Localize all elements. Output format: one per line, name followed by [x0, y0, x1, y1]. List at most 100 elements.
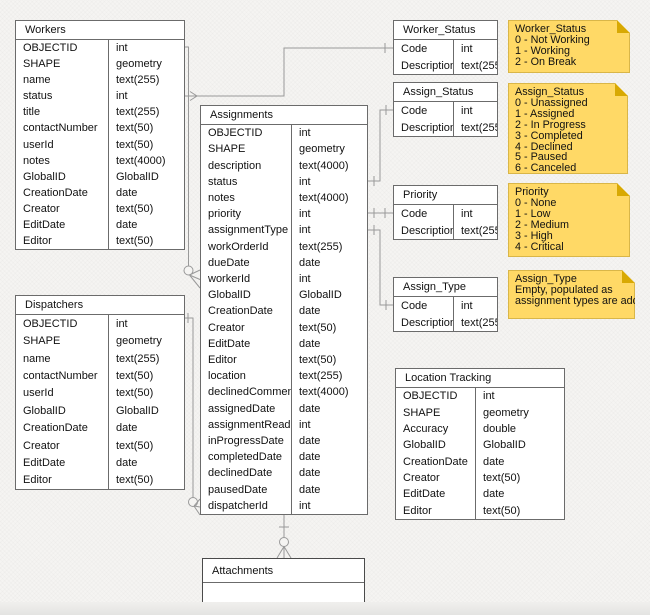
note-line: 1 - Working — [515, 44, 571, 57]
table-attachments[interactable]: Attachments — [202, 558, 365, 608]
field-type: text(50) — [299, 353, 337, 366]
field-name: GlobalID — [16, 168, 109, 185]
note-line: Empty, populated as — [515, 283, 613, 296]
field-name: status — [201, 173, 292, 190]
field-type: text(4000) — [299, 191, 349, 204]
table-title-label: Dispatchers — [25, 299, 84, 311]
zero-circle-icon — [279, 537, 289, 547]
field-name: priority — [201, 206, 292, 223]
field-name: Description — [394, 314, 454, 331]
canvas-bottom-edge — [0, 602, 650, 615]
table-worker-status[interactable]: Worker_Status CodeintDescriptiontext(255… — [393, 20, 498, 75]
field-name: userId — [16, 384, 109, 403]
note-line: 2 - Medium — [515, 218, 570, 231]
field-type: text(4000) — [299, 159, 349, 172]
field-name: Creator — [201, 319, 292, 336]
field-type: date — [483, 455, 505, 468]
field-name: Code — [394, 40, 454, 57]
field-type: text(50) — [299, 321, 337, 334]
field-type: int — [461, 299, 473, 312]
table-row: Editor text(50) — [201, 351, 367, 369]
table-row: location text(255) — [201, 368, 367, 385]
field-name: EditDate — [396, 486, 476, 503]
field-name: Description — [394, 119, 454, 136]
field-name: Editor — [396, 502, 476, 519]
table-title: Attachments — [203, 559, 364, 583]
field-name: notes — [201, 189, 292, 207]
field-type: int — [299, 224, 311, 237]
field-type: date — [299, 434, 321, 447]
note-line: 4 - Critical — [515, 240, 564, 253]
field-type: int — [299, 175, 311, 188]
field-name: SHAPE — [16, 332, 109, 350]
field-type: int — [483, 390, 495, 403]
note-line: 2 - On Break — [515, 55, 577, 68]
field-type: GlobalID — [299, 289, 342, 302]
field-name: Code — [394, 102, 454, 119]
table-title-label: Assign_Type — [403, 281, 466, 293]
field-type: date — [116, 456, 138, 469]
field-name: Editor — [201, 351, 292, 369]
zero-circle-icon — [183, 265, 194, 276]
field-type: text(50) — [483, 504, 521, 517]
field-name: Editor — [16, 232, 109, 250]
field-name: Accuracy — [396, 420, 476, 438]
field-type: GlobalID — [116, 404, 159, 417]
field-type: text(255) — [299, 370, 343, 383]
field-name: declinedComment — [201, 384, 292, 401]
relationship-assignments-assignstatus — [368, 105, 393, 186]
table-row: Editor text(50) — [396, 502, 564, 519]
field-type: date — [299, 256, 321, 269]
field-type: date — [299, 451, 321, 464]
field-name: status — [16, 88, 109, 105]
field-type: text(50) — [483, 472, 521, 485]
field-type: text(255) — [116, 352, 160, 365]
field-name: location — [201, 368, 292, 385]
field-name: Description — [394, 57, 454, 74]
note-line: 3 - High — [515, 229, 553, 242]
table-row: GlobalID GlobalID — [201, 287, 367, 304]
field-name: Creator — [16, 200, 109, 217]
field-type: geometry — [483, 406, 529, 419]
field-name: OBJECTID — [16, 40, 109, 57]
field-name: GlobalID — [201, 287, 292, 304]
table-assign-status[interactable]: Assign_Status CodeintDescriptiontext(255… — [393, 82, 498, 137]
field-type: date — [299, 467, 321, 480]
relationship-assignments-priority — [368, 208, 393, 218]
note-title: Priority — [515, 186, 549, 198]
note-line: 5 - Paused — [515, 151, 568, 164]
field-type: text(50) — [116, 138, 154, 151]
